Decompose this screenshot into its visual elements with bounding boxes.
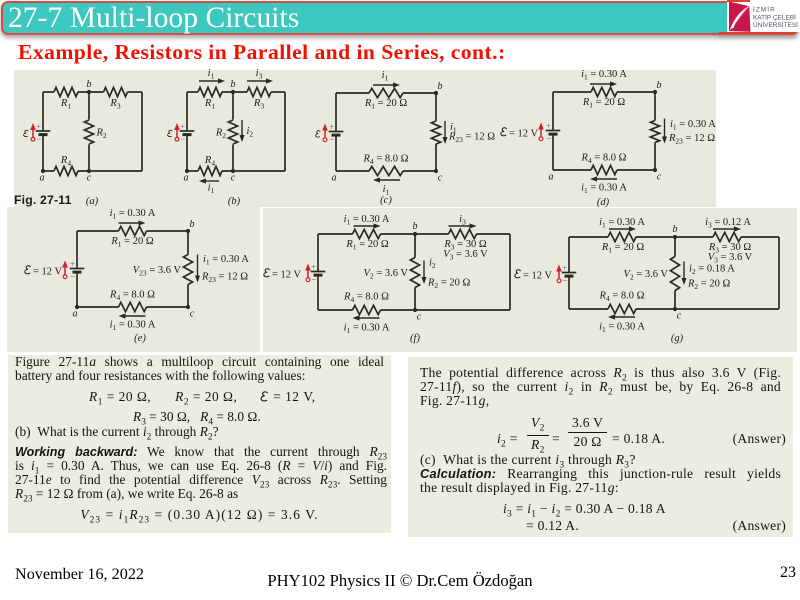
svg-text:= 12 V: = 12 V (33, 267, 62, 278)
svg-text:a: a (184, 173, 189, 184)
svg-text:i1 = 0.30 A: i1 = 0.30 A (110, 320, 156, 332)
svg-text:−: − (546, 133, 551, 143)
svg-text:R1 = 20 Ω: R1 = 20 Ω (582, 97, 625, 109)
svg-text:KATİP ÇELEBİ: KATİP ÇELEBİ (753, 12, 796, 21)
svg-text:i2: i2 (247, 126, 254, 138)
svg-text:R4 = 8.0 Ω: R4 = 8.0 Ω (343, 292, 389, 304)
svg-text:R2: R2 (215, 128, 226, 140)
svg-text:V3 = 3.6 V: V3 = 3.6 V (443, 249, 488, 261)
svg-text:+: + (36, 121, 41, 131)
svg-text:i3: i3 (459, 214, 466, 226)
svg-text:ÜNİVERSİTESİ: ÜNİVERSİTESİ (753, 20, 798, 29)
svg-text:R1 = 20 Ω: R1 = 20 Ω (364, 98, 407, 110)
svg-text:−: − (180, 134, 185, 144)
svg-text:i3 = 0.12 A: i3 = 0.12 A (705, 217, 751, 229)
svg-text:i1: i1 (450, 122, 457, 134)
svg-text:R3: R3 (109, 98, 120, 110)
svg-text:−: − (562, 275, 567, 285)
svg-text:i2: i2 (429, 258, 436, 270)
svg-text:R2 = 20 Ω: R2 = 20 Ω (687, 279, 730, 291)
svg-text:R4: R4 (204, 155, 215, 167)
svg-text:R4 = 8.0 Ω: R4 = 8.0 Ω (581, 153, 627, 165)
svg-text:a: a (549, 172, 554, 183)
svg-text:a: a (332, 173, 337, 184)
svg-text:= 12 V: = 12 V (523, 271, 552, 282)
svg-text:+: + (562, 262, 567, 272)
svg-text:Fig. 27-11: Fig. 27-11 (14, 193, 72, 207)
svg-text:R4 = 8.0 Ω: R4 = 8.0 Ω (109, 290, 155, 302)
svg-text:i2 = 0.18 A: i2 = 0.18 A (689, 264, 735, 276)
svg-text:+: + (311, 261, 316, 271)
svg-text:(c): (c) (380, 195, 392, 206)
svg-text:b: b (413, 221, 418, 232)
svg-text:R23 = 12 Ω: R23 = 12 Ω (201, 272, 248, 284)
svg-text:= 12 V: = 12 V (509, 129, 538, 140)
svg-text:R3 = 30 Ω: R3 = 30 Ω (443, 239, 486, 251)
svg-text:R1 = 20 Ω: R1 = 20 Ω (601, 242, 644, 254)
svg-text:−: − (36, 134, 41, 144)
svg-text:b: b (438, 81, 443, 92)
svg-text:(a): (a) (86, 196, 99, 207)
svg-text:a: a (73, 309, 78, 320)
svg-text:−: − (70, 271, 75, 281)
svg-text:c: c (87, 173, 92, 184)
svg-text:i1 = 0.30 A: i1 = 0.30 A (599, 322, 645, 334)
svg-text:i1: i1 (208, 68, 215, 80)
svg-text:i1 = 0.30 A: i1 = 0.30 A (670, 119, 716, 131)
svg-text:R23 = 12 Ω: R23 = 12 Ω (668, 133, 715, 145)
svg-text:R1 = 20 Ω: R1 = 20 Ω (110, 236, 153, 248)
svg-text:b: b (190, 219, 195, 230)
svg-text:b: b (87, 79, 92, 90)
svg-text:−: − (311, 274, 316, 284)
svg-text:R3 = 30 Ω: R3 = 30 Ω (708, 242, 751, 254)
svg-text:R4: R4 (60, 155, 71, 167)
svg-text:b: b (673, 224, 678, 235)
svg-text:İZMİR: İZMİR (753, 5, 776, 14)
svg-text:c: c (417, 312, 422, 323)
svg-text:+: + (329, 121, 334, 131)
svg-text:(d): (d) (597, 197, 610, 208)
svg-text:i1: i1 (383, 184, 390, 196)
svg-text:−: − (329, 134, 334, 144)
svg-text:R4 = 8.0 Ω: R4 = 8.0 Ω (599, 291, 645, 303)
svg-text:i1 = 0.30 A: i1 = 0.30 A (581, 183, 627, 195)
svg-text:V3 = 3.6 V: V3 = 3.6 V (708, 252, 753, 264)
svg-text:i1 = 0.30 A: i1 = 0.30 A (344, 323, 390, 335)
svg-text:i1 = 0.30 A: i1 = 0.30 A (581, 69, 627, 81)
svg-text:c: c (677, 311, 682, 322)
svg-text:c: c (657, 172, 662, 183)
svg-text:+: + (546, 120, 551, 130)
svg-text:c: c (438, 173, 443, 184)
svg-text:i3: i3 (256, 68, 263, 80)
svg-text:R23 = 12 Ω: R23 = 12 Ω (448, 132, 495, 144)
svg-text:i1 = 0.30 A: i1 = 0.30 A (203, 254, 249, 266)
svg-text:R2: R2 (96, 128, 107, 140)
svg-text:i1 = 0.30 A: i1 = 0.30 A (110, 208, 156, 220)
svg-text:R1 = 20 Ω: R1 = 20 Ω (345, 239, 388, 251)
svg-text:b: b (231, 79, 236, 90)
svg-text:i1: i1 (382, 70, 389, 82)
svg-text:(e): (e) (134, 333, 146, 344)
svg-text:i1 = 0.30 A: i1 = 0.30 A (344, 214, 390, 226)
svg-text:= 12 V: = 12 V (272, 270, 301, 281)
svg-text:i1 = 0.30 A: i1 = 0.30 A (599, 217, 645, 229)
svg-text:c: c (190, 309, 195, 320)
svg-text:R1: R1 (60, 98, 71, 110)
svg-text:R1: R1 (204, 98, 215, 110)
svg-text:V2 = 3.6 V: V2 = 3.6 V (624, 269, 669, 281)
svg-text:b: b (657, 80, 662, 91)
svg-text:a: a (40, 173, 45, 184)
svg-text:V2 = 3.6 V: V2 = 3.6 V (364, 268, 409, 280)
svg-text:(g): (g) (671, 333, 684, 344)
svg-text:V23 = 3.6 V: V23 = 3.6 V (133, 265, 182, 277)
svg-text:c: c (231, 173, 236, 184)
svg-text:(b): (b) (228, 196, 241, 207)
svg-text:i1: i1 (208, 183, 215, 195)
svg-text:+: + (180, 121, 185, 131)
svg-text:R2 = 20 Ω: R2 = 20 Ω (427, 278, 470, 290)
svg-text:R3: R3 (253, 98, 264, 110)
svg-text:(f): (f) (410, 333, 420, 344)
svg-text:+: + (70, 258, 75, 268)
svg-text:R4 = 8.0 Ω: R4 = 8.0 Ω (363, 154, 409, 166)
